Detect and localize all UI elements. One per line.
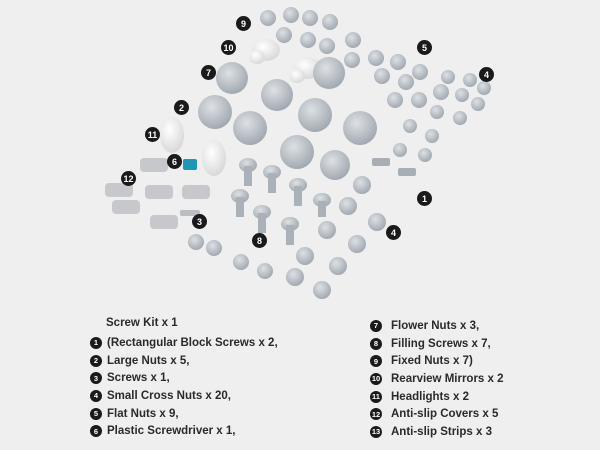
number-badge: 7 [370, 319, 382, 332]
number-badge: 8 [370, 337, 382, 350]
legend-item-text: Rearview Mirrors x 2 [391, 372, 504, 385]
number-badge: 11 [370, 390, 382, 403]
callout-1: 1 [417, 191, 432, 206]
number-badge: 10 [370, 372, 382, 385]
legend-item-text: Filling Screws x 7, [391, 337, 491, 350]
legend-item-text: Screws x 1, [107, 372, 170, 385]
number-badge: 9 [370, 355, 382, 368]
callout-10: 10 [221, 40, 236, 55]
legend-item: 5 Flat Nuts x 9, [90, 405, 278, 423]
legend-item-text: Fixed Nuts x 7) [391, 355, 473, 368]
callout-6: 6 [167, 154, 182, 169]
number-badge: 4 [90, 389, 102, 402]
legend-item: 2 Large Nuts x 5, [90, 352, 278, 370]
legend-item: 8 Filling Screws x 7, [370, 335, 504, 353]
legend-item-text: Anti-slip Covers x 5 [391, 408, 499, 421]
small-cross-nuts [286, 70, 491, 299]
flower-nuts [216, 57, 345, 111]
large-nuts [198, 95, 377, 180]
parts-illustration [105, 7, 491, 299]
rectangular-block-screws [372, 158, 416, 176]
legend-item-text: Headlights x 2 [391, 390, 469, 403]
legend-item-text: Flower Nuts x 3, [391, 319, 480, 332]
parts-photo: 9 10 7 5 4 2 11 6 12 1 3 4 8 [105, 7, 494, 299]
legend-item: 11 Headlights x 2 [370, 388, 504, 406]
legend-item: 6 Plastic Screwdriver x 1, [90, 422, 278, 440]
number-badge: 5 [90, 407, 102, 420]
fixed-nuts-group [260, 7, 361, 54]
number-badge: 6 [90, 425, 102, 438]
legend-item-text: Anti-slip Strips x 3 [391, 425, 492, 438]
bottom-round-nuts [188, 234, 273, 279]
callout-12: 12 [121, 171, 136, 186]
legend-item: 10 Rearview Mirrors x 2 [370, 370, 504, 388]
legend-item-text: Plastic Screwdriver x 1, [107, 425, 236, 438]
callout-2: 2 [174, 100, 189, 115]
kit-title: Screw Kit x 1 [106, 317, 178, 329]
legend-left-column: 1 (Rectangular Block Screws x 2, 2 Large… [90, 334, 278, 440]
legend-item-text: Flat Nuts x 9, [107, 407, 179, 420]
number-badge: 12 [370, 408, 382, 421]
plastic-screwdriver [183, 159, 197, 170]
callout-3: 3 [192, 214, 207, 229]
number-badge: 13 [370, 425, 382, 438]
callout-5: 5 [417, 40, 432, 55]
number-badge: 1 [90, 336, 102, 349]
legend-item: 12 Anti-slip Covers x 5 [370, 405, 504, 423]
callout-4b: 4 [386, 225, 401, 240]
legend-item-text: (Rectangular Block Screws x 2, [107, 336, 278, 349]
legend-item: 9 Fixed Nuts x 7) [370, 352, 504, 370]
anti-slip-covers [105, 158, 210, 229]
legend-item: 1 (Rectangular Block Screws x 2, [90, 334, 278, 352]
legend-item: 7 Flower Nuts x 3, [370, 317, 504, 335]
legend-right-column: 7 Flower Nuts x 3, 8 Filling Screws x 7,… [370, 317, 504, 441]
legend-item-text: Small Cross Nuts x 20, [107, 389, 231, 402]
legend-item: 3 Screws x 1, [90, 369, 278, 387]
legend-item: 13 Anti-slip Strips x 3 [370, 423, 504, 441]
flat-nuts [344, 50, 449, 108]
legend-item-text: Large Nuts x 5, [107, 354, 190, 367]
headlights [160, 117, 226, 176]
legend-item: 4 Small Cross Nuts x 20, [90, 387, 278, 405]
callout-4: 4 [479, 67, 494, 82]
callout-11: 11 [145, 127, 160, 142]
callout-9: 9 [236, 16, 251, 31]
callout-8: 8 [252, 233, 267, 248]
filling-screws [231, 158, 331, 245]
number-badge: 2 [90, 354, 102, 367]
number-badge: 3 [90, 372, 102, 385]
callout-7: 7 [201, 65, 216, 80]
